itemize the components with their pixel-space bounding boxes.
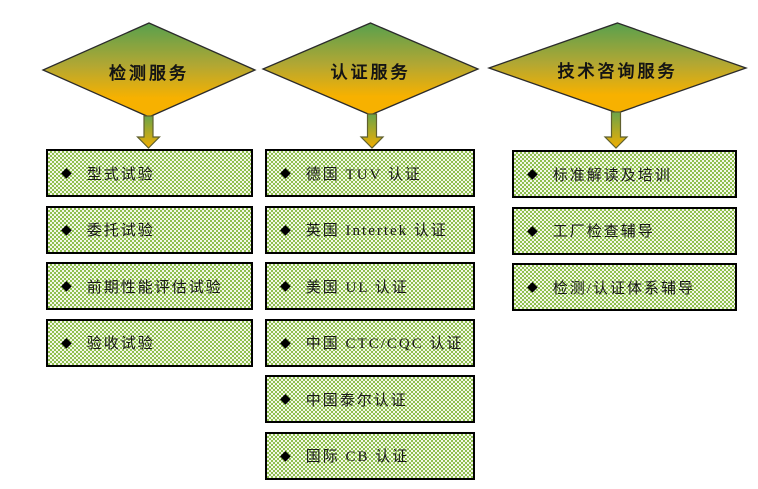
diamond-bullet-icon: ◆: [280, 391, 291, 407]
service-box-label: 检测/认证体系辅导: [552, 280, 695, 297]
service-box-label: 前期性能评估试验: [86, 279, 223, 296]
diamond-label-testing: 检测服务: [109, 64, 189, 83]
service-box: ◆ 型式试验: [46, 149, 253, 197]
diamond-bullet-icon: ◆: [280, 278, 291, 294]
service-box-label: 验收试验: [86, 336, 155, 352]
diamond-bullet-icon: ◆: [527, 166, 538, 182]
service-box: ◆ 检测/认证体系辅导: [512, 263, 737, 311]
diamond-label-certification: 认证服务: [330, 63, 411, 82]
service-box-label: 英国 Intertek 认证: [305, 223, 448, 239]
diamond-label-consulting: 技术咨询服务: [557, 62, 678, 81]
diamond-bullet-icon: ◆: [280, 334, 291, 351]
service-box: ◆ 工厂检查辅导: [512, 206, 737, 255]
down-arrow-icon: [359, 113, 385, 149]
service-box-label: 标准解读及培训: [552, 167, 672, 184]
service-box: ◆ 验收试验: [46, 318, 253, 367]
service-box: ◆ 委托试验: [46, 205, 253, 254]
service-box: ◆ 美国 UL 认证: [265, 262, 475, 310]
column-certification-services: ◆ 德国 TUV 认证 ◆ 英国 Intertek 认证 ◆ 美国 UL 认证 …: [265, 149, 475, 480]
down-arrow-icon: [603, 111, 629, 149]
service-box: ◆ 德国 TUV 认证: [265, 149, 475, 197]
diamond-bullet-icon: ◆: [280, 165, 291, 181]
service-box: ◆ 前期性能评估试验: [46, 262, 253, 310]
service-box: ◆ 中国 CTC/CQC 认证: [265, 318, 475, 367]
service-box: ◆ 中国泰尔认证: [265, 375, 475, 423]
diamond-bullet-icon: ◆: [280, 221, 291, 238]
service-box-label: 中国泰尔认证: [305, 392, 408, 409]
service-box-label: 委托试验: [86, 223, 155, 239]
diamond-bullet-icon: ◆: [61, 221, 72, 238]
diamond-bullet-icon: ◆: [280, 447, 291, 464]
service-box: ◆ 英国 Intertek 认证: [265, 205, 475, 254]
service-box-label: 国际 CB 认证: [305, 449, 410, 465]
service-box-label: 工厂检查辅导: [552, 224, 655, 240]
diamond-bullet-icon: ◆: [61, 278, 72, 294]
service-box-label: 德国 TUV 认证: [305, 166, 422, 183]
service-box: ◆ 标准解读及培训: [512, 150, 737, 198]
service-box-label: 美国 UL 认证: [305, 279, 409, 296]
diamond-bullet-icon: ◆: [61, 334, 72, 351]
service-box-label: 型式试验: [86, 166, 155, 183]
diamond-bullet-icon: ◆: [61, 165, 72, 181]
column-consulting-services: ◆ 标准解读及培训 ◆ 工厂检查辅导 ◆ 检测/认证体系辅导: [512, 150, 737, 311]
service-box: ◆ 国际 CB 认证: [265, 431, 475, 480]
column-testing-services: ◆ 型式试验 ◆ 委托试验 ◆ 前期性能评估试验 ◆ 验收试验: [46, 149, 253, 367]
service-box-label: 中国 CTC/CQC 认证: [305, 336, 464, 352]
diamond-bullet-icon: ◆: [527, 279, 538, 295]
diamond-bullet-icon: ◆: [527, 222, 538, 239]
down-arrow-icon: [136, 115, 161, 149]
